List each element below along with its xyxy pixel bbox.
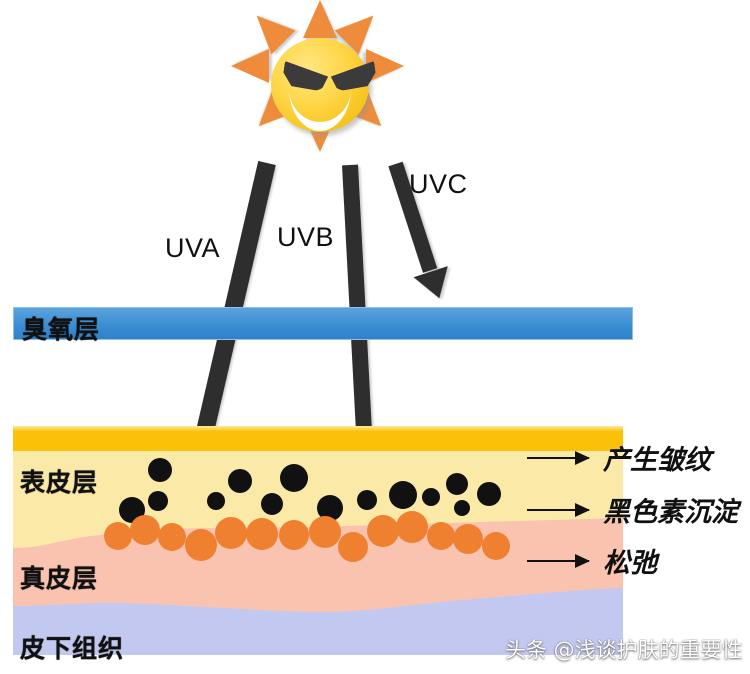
layer-label-epidermis: 表皮层: [20, 468, 99, 497]
effect-wrinkles: 产生皱纹: [527, 438, 711, 477]
sun-ray: [244, 3, 296, 55]
effect-label: 产生皱纹: [603, 445, 711, 476]
pigment-cell: [338, 532, 368, 562]
effect-melanin-deposition: 黑色素沉淀: [527, 490, 738, 529]
melanin-dot: [228, 469, 252, 493]
melanin-dot: [477, 482, 501, 506]
pigment-cell: [104, 522, 132, 550]
smile-icon: [289, 88, 351, 131]
arrowhead-uvc: [413, 266, 457, 304]
ozone-layer-label: 臭氧层: [22, 315, 101, 344]
sun-ray: [231, 49, 269, 83]
pigment-cell: [427, 522, 455, 550]
arrow-right-icon: [527, 450, 590, 465]
pigment-cell: [279, 520, 309, 550]
effect-label: 黑色素沉淀: [603, 497, 738, 528]
label-uva: UVA: [165, 233, 221, 263]
melanin-dot: [148, 491, 168, 511]
pigment-cell: [185, 529, 217, 561]
pigment-cell: [130, 515, 160, 545]
melanin-dot: [422, 488, 440, 506]
watermark: 头条 @浅谈护肤的重要性: [505, 638, 743, 662]
melanin-dot: [148, 458, 172, 482]
subcutaneous-fill: [13, 588, 623, 655]
pigment-cell: [158, 523, 186, 551]
label-uvc: UVC: [409, 169, 468, 199]
arrow-right-icon: [527, 502, 590, 517]
sun-ray: [303, 0, 337, 38]
melanin-dot: [280, 464, 308, 492]
melanin-dot: [261, 493, 283, 515]
melanin-dot: [357, 490, 377, 510]
pigment-cell: [367, 515, 399, 547]
ozone-layer-band: [13, 307, 633, 340]
pigment-cell: [246, 518, 278, 550]
sun-icon: [225, 0, 415, 167]
melanin-dot: [454, 500, 470, 516]
pigment-cell: [215, 517, 247, 549]
effect-sagging: 松弛: [527, 541, 657, 580]
melanin-dot: [446, 473, 468, 495]
layer-label-dermis: 真皮层: [20, 564, 99, 593]
arrow-right-icon: [527, 553, 590, 568]
stratum-corneum-stripe: [13, 426, 623, 451]
melanin-dot: [389, 481, 417, 509]
effect-label: 松弛: [603, 548, 657, 579]
melanin-dot: [207, 492, 225, 510]
pigment-cell: [482, 532, 510, 560]
label-uvb: UVB: [277, 222, 335, 252]
layer-label-subcutis: 皮下组织: [20, 634, 125, 663]
pigment-cell: [453, 524, 483, 554]
pigment-cell: [396, 511, 428, 543]
pigment-cell: [309, 516, 341, 548]
skin-cross-section: [13, 426, 623, 655]
